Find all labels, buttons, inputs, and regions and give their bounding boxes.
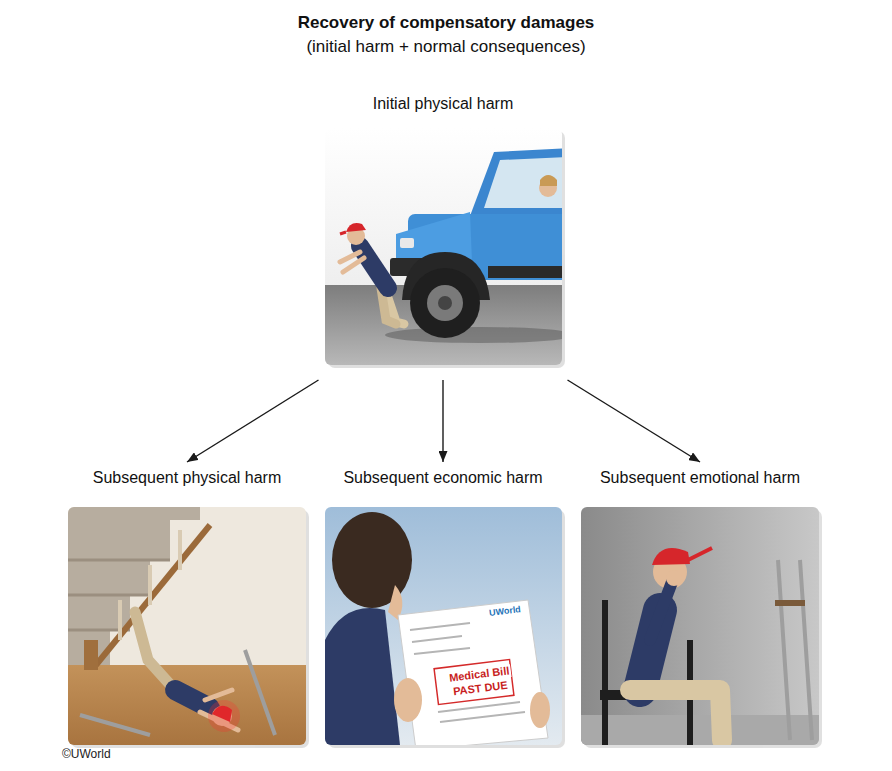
panel-heading: Subsequent emotional harm (569, 468, 831, 488)
connector-arrow (187, 380, 319, 462)
copyright-note: ©UWorld (62, 747, 111, 761)
diagram-title: Recovery of compensatory damages (0, 12, 892, 34)
panel-heading: Subsequent economic harm (314, 468, 572, 488)
bill-illustration (325, 507, 562, 745)
emotional-harm-panel: Subsequent emotional harm (569, 462, 831, 750)
economic-harm-panel: Subsequent economic harm (314, 462, 572, 750)
connector-arrow (568, 380, 701, 462)
subtitle: (initial harm + normal consequences) (0, 36, 892, 58)
panel-heading: Initial physical harm (294, 94, 593, 114)
connector-arrow (442, 380, 443, 462)
panel-heading: Subsequent physical harm (54, 468, 320, 488)
physical-harm-panel: Subsequent physical harm (54, 462, 320, 750)
distress-illustration (581, 507, 819, 745)
fall-illustration (68, 507, 306, 745)
initial-harm-panel: Initial physical harm (294, 88, 593, 380)
collision-illustration (325, 128, 562, 365)
